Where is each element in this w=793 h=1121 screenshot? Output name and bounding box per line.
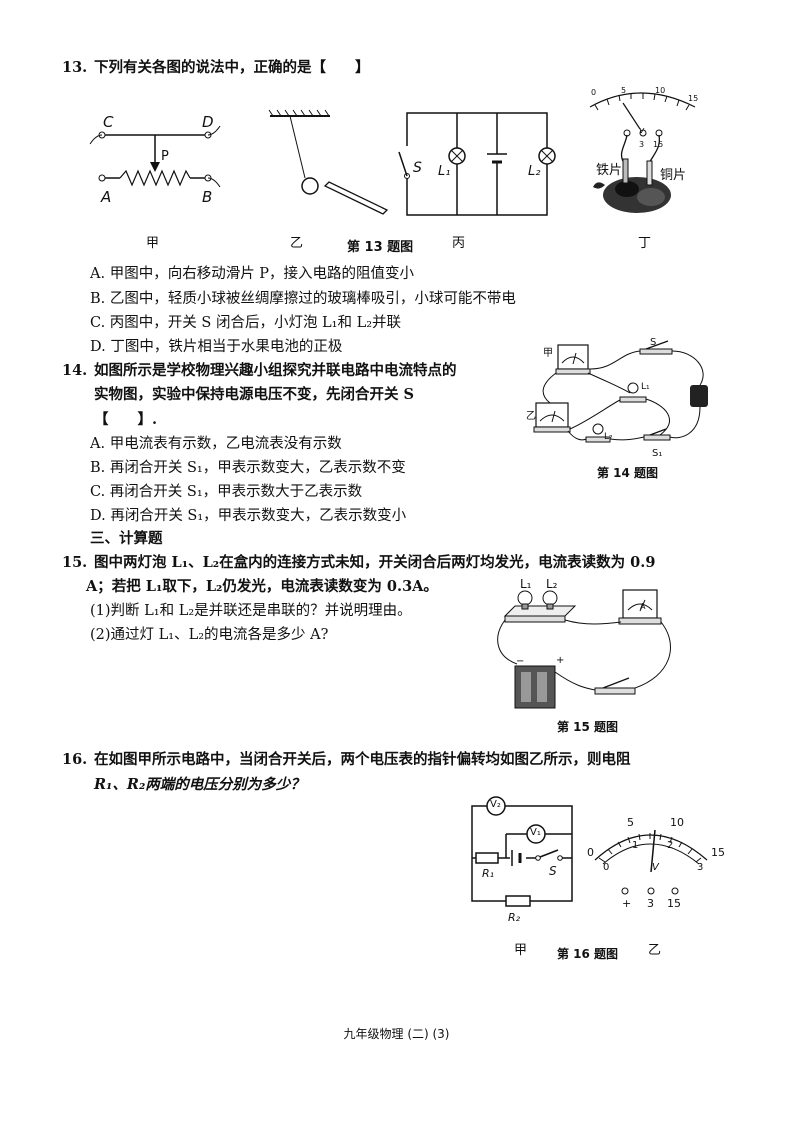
- q16-stem-1: 在如图甲所示电路中，当闭合开关后，两个电压表的指针偏转均如图乙所示，则电阻: [94, 751, 631, 768]
- q16-terminal-15: 15: [667, 897, 681, 910]
- q14-stem-2: 实物图，实验中保持电源电压不变，先闭合开关 S: [94, 386, 415, 403]
- q15-ammeter-unit: A: [640, 602, 646, 611]
- q14-option-b: B. 再闭合开关 S₁，甲表示数变大，乙表示数不变: [90, 460, 406, 476]
- q13-figure-circuit: [398, 112, 556, 216]
- q13-label-l1: L₁: [438, 164, 451, 179]
- q16-scale-bottom-3: 3: [697, 862, 704, 873]
- q15-number: 15.: [62, 554, 88, 571]
- q16-number: 16.: [62, 751, 88, 768]
- q13-caption-ding: 丁: [638, 236, 652, 251]
- q15-stem-2: A；若把 L₁取下，L₂仍发光，电流表读数变为 0.3A。: [86, 578, 438, 595]
- q16-figure-caption: 第 16 题图: [557, 947, 619, 961]
- q14-stem-3: 【 】.: [94, 411, 158, 428]
- q15-part-2: (2)通过灯 L₁、L₂的电流各是多少 A?: [90, 627, 329, 643]
- q16-caption-jia: 甲: [514, 943, 528, 958]
- q13-figure-pendulum: [268, 109, 389, 215]
- q13-option-c: C. 丙图中，开关 S 闭合后，小灯泡 L₁和 L₂并联: [90, 315, 402, 331]
- q16-figure-circuit: [471, 796, 573, 907]
- q13-label-iron: 铁片: [596, 163, 623, 178]
- q15-label-l2: L₂: [546, 577, 558, 591]
- q14-number: 14.: [62, 362, 88, 379]
- q16-figure-voltmeter: [594, 829, 708, 895]
- q16-scale-top-10: 10: [670, 816, 684, 829]
- page-footer: 九年级物理 (二) (3): [343, 1027, 450, 1041]
- q13-caption-yi: 乙: [290, 236, 304, 251]
- q16-label-s: S: [549, 864, 557, 878]
- q15-label-plus: +: [556, 655, 565, 666]
- q13-figure-caption: 第 13 题图: [347, 240, 414, 255]
- q16-terminal-plus: +: [622, 897, 632, 910]
- q15-label-l1: L₁: [520, 577, 532, 591]
- q16-scale-bottom-2: 2: [667, 840, 674, 851]
- q13-label-d: D: [202, 113, 214, 131]
- q13-label-c: C: [103, 113, 114, 131]
- q13-meter-15: 15: [688, 94, 699, 103]
- q16-caption-yi: 乙: [648, 943, 662, 958]
- q16-label-r2: R₂: [508, 911, 521, 924]
- q14-option-d: D. 再闭合开关 S₁，甲表示数变大，乙表示数变小: [90, 508, 407, 524]
- q16-label-v1: V₁: [530, 827, 541, 838]
- q13-caption-bing: 丙: [452, 236, 466, 251]
- q16-stem-2: R₁、R₂两端的电压分别为多少？: [94, 776, 305, 793]
- q13-label-l2: L₂: [528, 164, 541, 179]
- q14-figure-circuit: [533, 340, 708, 443]
- q16-scale-bottom-1: 1: [632, 840, 639, 851]
- q13-terminal-15: 15: [653, 140, 664, 149]
- q14-label-l1: L₁: [641, 382, 650, 392]
- q13-label-b: B: [202, 188, 213, 206]
- q13-option-d: D. 丁图中，铁片相当于水果电池的正极: [90, 339, 343, 355]
- q13-meter-unit: v: [639, 126, 645, 136]
- q16-scale-top-15: 15: [711, 846, 725, 859]
- q14-label-jia: 甲: [543, 348, 553, 359]
- q16-scale-bottom-0: 0: [603, 862, 610, 873]
- q16-scale-top-0: 0: [587, 846, 594, 859]
- q14-option-a: A. 甲电流表有示数，乙电流表没有示数: [90, 436, 342, 452]
- q15-stem-1: 图中两灯泡 L₁、L₂在盒内的连接方式未知，开关闭合后两灯均发光，电流表读数为 …: [94, 554, 656, 571]
- q14-label-s1: S₁: [652, 448, 663, 459]
- q13-label-a: A: [101, 188, 112, 206]
- q16-label-r1: R₁: [482, 867, 495, 880]
- q14-label-s: S: [650, 337, 657, 348]
- q13-option-a: A. 甲图中，向右移动滑片 P，接入电路的阻值变小: [90, 266, 415, 282]
- q14-label-l2: L₂: [604, 432, 613, 442]
- q13-meter-0: 0: [591, 88, 597, 97]
- q13-meter-10: 10: [655, 86, 666, 95]
- q13-label-p: P: [161, 149, 169, 164]
- q15-label-minus: −: [516, 656, 525, 667]
- q16-scale-top-5: 5: [627, 816, 634, 829]
- q15-figure-circuit: [497, 589, 671, 709]
- q16-terminal-3: 3: [647, 897, 654, 910]
- q14-label-yi: 乙: [526, 411, 536, 422]
- section-heading: 三、计算题: [90, 530, 163, 547]
- q13-number: 13.: [62, 59, 88, 76]
- q13-caption-jia: 甲: [146, 236, 160, 251]
- q13-stem: 下列有关各图的说法中，正确的是【 】: [94, 59, 370, 76]
- q14-option-c: C. 再闭合开关 S₁，甲表示数大于乙表示数: [90, 484, 363, 500]
- q14-figure-caption: 第 14 题图: [597, 466, 659, 480]
- q16-label-v2: V₂: [490, 799, 501, 810]
- q13-label-copper: 铜片: [660, 168, 687, 183]
- q13-option-b: B. 乙图中，轻质小球被丝绸摩擦过的玻璃棒吸引，小球可能不带电: [90, 291, 516, 307]
- q14-stem-1: 如图所示是学校物理兴趣小组探究并联电路中电流特点的: [94, 362, 457, 379]
- q13-label-s: S: [413, 160, 422, 176]
- q13-figure-fruit-battery: [589, 92, 696, 213]
- q13-meter-5: 5: [621, 86, 627, 95]
- q13-terminal-3: 3: [639, 140, 645, 149]
- q15-figure-caption: 第 15 题图: [557, 720, 619, 734]
- q13-figure-rheostat: [89, 125, 221, 188]
- q16-meter-unit: V: [652, 862, 659, 873]
- q15-part-1: (1)判断 L₁和 L₂是并联还是串联的？并说明理由。: [90, 603, 412, 619]
